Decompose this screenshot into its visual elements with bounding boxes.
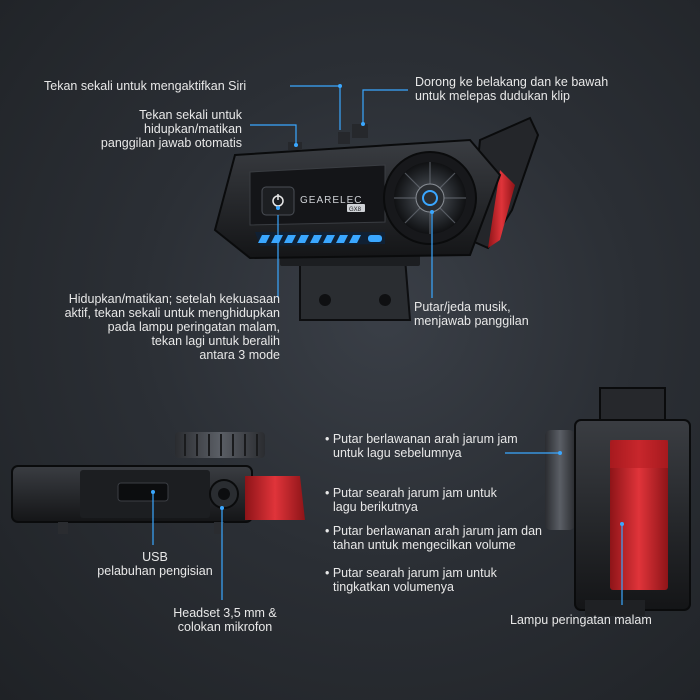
callout-usb: USB pelabuhan pengisian bbox=[80, 550, 230, 578]
callout-usb-line2: pelabuhan pengisian bbox=[97, 564, 213, 578]
callout-dot bbox=[558, 451, 562, 455]
callout-night-light: Lampu peringatan malam bbox=[510, 613, 652, 627]
top-button-auto-answer[interactable] bbox=[338, 132, 350, 144]
callout-knob-4-line2: tingkatkan volumenya bbox=[333, 580, 454, 594]
mount-plate bbox=[299, 257, 412, 321]
callout-knob-3-line1: • Putar berlawanan arah jarum jam dan bbox=[325, 524, 542, 538]
callout-usb-line1: USB bbox=[142, 550, 168, 564]
callout-knob-1-line1: • Putar berlawanan arah jarum jam bbox=[325, 432, 518, 446]
usb-port[interactable] bbox=[117, 482, 169, 502]
callout-knob-3-line2: tahan untuk mengecilkan volume bbox=[333, 538, 516, 552]
callout-dot bbox=[294, 143, 298, 147]
callout-power-line2: aktif, tekan sekali untuk menghidupkan bbox=[64, 306, 280, 320]
callout-dot bbox=[361, 122, 365, 126]
callout-headset-line2: colokan mikrofon bbox=[177, 620, 273, 634]
device-front-view: GEARELEC GX8 bbox=[213, 116, 540, 321]
callout-music: Putar/jeda musik, menjawab panggilan bbox=[414, 300, 529, 328]
callout-auto-answer-line1: Tekan sekali untuk bbox=[139, 108, 242, 122]
model-badge bbox=[347, 204, 365, 212]
clip-release-button[interactable] bbox=[352, 124, 368, 138]
device-side-view bbox=[11, 432, 305, 534]
callout-power-line4: tekan lagi untuk beralih bbox=[151, 334, 280, 348]
callout-knob-2-line1: • Putar searah jarum jam untuk bbox=[325, 486, 497, 500]
mount-screw bbox=[379, 294, 391, 306]
callout-headset-line1: Headset 3,5 mm & bbox=[173, 606, 277, 620]
callout-dot bbox=[430, 210, 434, 214]
callout-knob-1-line2: untuk lagu sebelumnya bbox=[333, 446, 462, 460]
callout-clip-release: Dorong ke belakang dan ke bawah untuk me… bbox=[415, 75, 608, 103]
callout-headset: Headset 3,5 mm & colokan mikrofon bbox=[160, 606, 290, 634]
callout-auto-answer: Tekan sekali untuk hidupkan/matikan pang… bbox=[60, 108, 242, 150]
callout-power-line3: pada lampu peringatan malam, bbox=[107, 320, 280, 334]
callout-dot bbox=[620, 522, 624, 526]
callout-lines bbox=[152, 85, 623, 605]
callout-clip-line2: untuk melepas dudukan klip bbox=[415, 89, 570, 103]
rear-knob[interactable] bbox=[545, 430, 575, 530]
brand-logo-text: GEARELEC bbox=[300, 195, 362, 206]
callout-power: Hidupkan/matikan; setelah kekuasaan akti… bbox=[20, 292, 280, 362]
callout-knob-1: • Putar berlawanan arah jarum jam untuk … bbox=[325, 432, 518, 460]
callout-dot bbox=[151, 490, 155, 494]
callout-knob-2: • Putar searah jarum jam untuk lagu beri… bbox=[325, 486, 497, 514]
callout-auto-answer-line2: hidupkan/matikan bbox=[144, 122, 242, 136]
callout-clip-line1: Dorong ke belakang dan ke bawah bbox=[415, 75, 609, 89]
callout-power-line1: Hidupkan/matikan; setelah kekuasaan bbox=[68, 292, 280, 306]
callout-knob-3: • Putar berlawanan arah jarum jam dan ta… bbox=[325, 524, 542, 552]
blue-light-strip bbox=[255, 232, 385, 246]
phone-icon bbox=[422, 190, 438, 206]
callout-dot bbox=[276, 206, 280, 210]
callout-dot bbox=[220, 506, 224, 510]
callout-power-line5: antara 3 mode bbox=[199, 348, 280, 362]
callout-knob-2-line2: lagu berikutnya bbox=[333, 500, 418, 514]
callout-auto-answer-line3: panggilan jawab otomatis bbox=[100, 136, 242, 150]
callout-knob-4: • Putar searah jarum jam untuk tingkatka… bbox=[325, 566, 497, 594]
side-red-light bbox=[245, 476, 305, 520]
callout-music-line1: Putar/jeda musik, bbox=[414, 300, 511, 314]
mount-screw bbox=[319, 294, 331, 306]
device-rear-view bbox=[545, 387, 691, 616]
model-badge-text: GX8 bbox=[349, 207, 362, 213]
callout-music-line2: menjawab panggilan bbox=[414, 314, 529, 328]
night-warning-light bbox=[610, 440, 668, 590]
side-red-light bbox=[488, 170, 515, 248]
callout-siri: Tekan sekali untuk mengaktifkan Siri bbox=[44, 79, 247, 93]
callout-dot bbox=[338, 84, 342, 88]
power-button[interactable] bbox=[261, 186, 295, 216]
callout-knob-4-line1: • Putar searah jarum jam untuk bbox=[325, 566, 497, 580]
music-button[interactable] bbox=[415, 183, 445, 213]
